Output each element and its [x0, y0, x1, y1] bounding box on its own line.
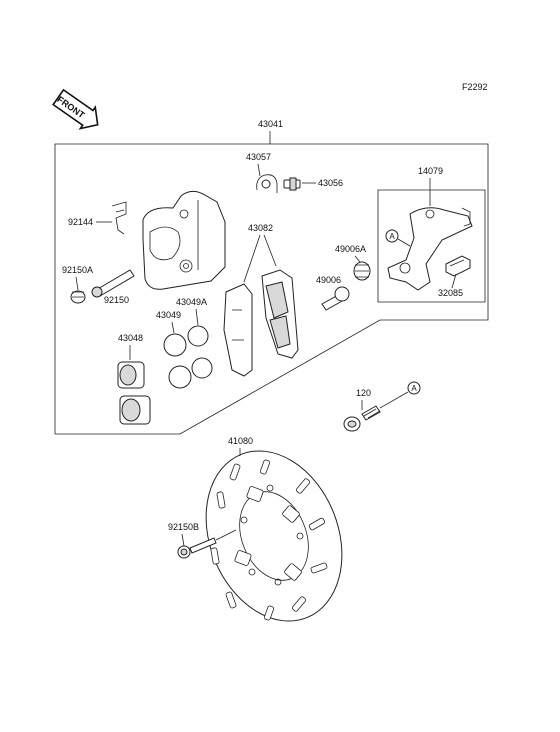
label-32085: 32085 — [438, 288, 463, 298]
label-92150a: 92150A — [62, 265, 93, 275]
diagram-code: F2292 — [462, 82, 488, 92]
boot-a-part — [353, 261, 371, 281]
bolt-part — [343, 405, 381, 432]
bracket-part — [387, 207, 473, 291]
front-arrow-icon: FRONT — [52, 88, 99, 130]
pad-holder-part — [445, 255, 471, 277]
leader-callout-a-bracket — [397, 238, 411, 247]
label-49006a: 49006A — [335, 244, 366, 254]
callout-a-bracket: A — [385, 229, 399, 243]
bleeder-cap-part — [256, 174, 278, 193]
label-14079: 14079 — [418, 166, 443, 176]
label-49006: 49006 — [316, 275, 341, 285]
label-120: 120 — [356, 388, 371, 398]
leader-callout-a-bolt — [379, 391, 409, 409]
pad-set-part — [223, 269, 299, 377]
label-43057: 43057 — [246, 152, 271, 162]
leader-32085 — [451, 273, 457, 289]
pin-bolt-a-part — [70, 290, 86, 304]
leader-49006a — [354, 255, 361, 263]
pin-bolt-part — [91, 269, 135, 298]
brake-disc-part — [205, 450, 343, 622]
leader-92150b — [181, 533, 185, 547]
boot-part — [321, 286, 350, 311]
bleeder-valve-part — [283, 177, 301, 191]
label-43056: 43056 — [318, 178, 343, 188]
callout-a-bolt: A — [407, 381, 421, 395]
label-92150b: 92150B — [168, 522, 199, 532]
label-43049: 43049 — [156, 310, 181, 320]
piston-part — [117, 361, 151, 425]
label-92144: 92144 — [68, 217, 93, 227]
leader-92150a — [75, 276, 79, 291]
seal-part — [163, 333, 192, 389]
callout-a-bolt-letter: A — [411, 384, 417, 393]
leader-43057 — [257, 163, 261, 177]
label-43048: 43048 — [118, 333, 143, 343]
label-92150: 92150 — [104, 295, 129, 305]
leader-92150b-b — [215, 529, 237, 541]
disc-bolt-part — [177, 537, 217, 559]
assembly-outline — [54, 143, 489, 435]
callout-a-bracket-letter: A — [389, 232, 395, 241]
leader-43049a — [195, 308, 199, 326]
leader-43049 — [171, 321, 175, 334]
bracket-outline — [377, 189, 486, 303]
leader-43082-b — [263, 234, 277, 267]
label-43049a: 43049A — [176, 297, 207, 307]
label-43041: 43041 — [258, 119, 283, 129]
label-43082: 43082 — [248, 223, 273, 233]
seal-a-part — [187, 325, 213, 379]
label-41080: 41080 — [228, 436, 253, 446]
pad-spring-part — [111, 201, 127, 235]
leader-43082 — [243, 234, 261, 283]
caliper-body-part — [142, 190, 226, 290]
